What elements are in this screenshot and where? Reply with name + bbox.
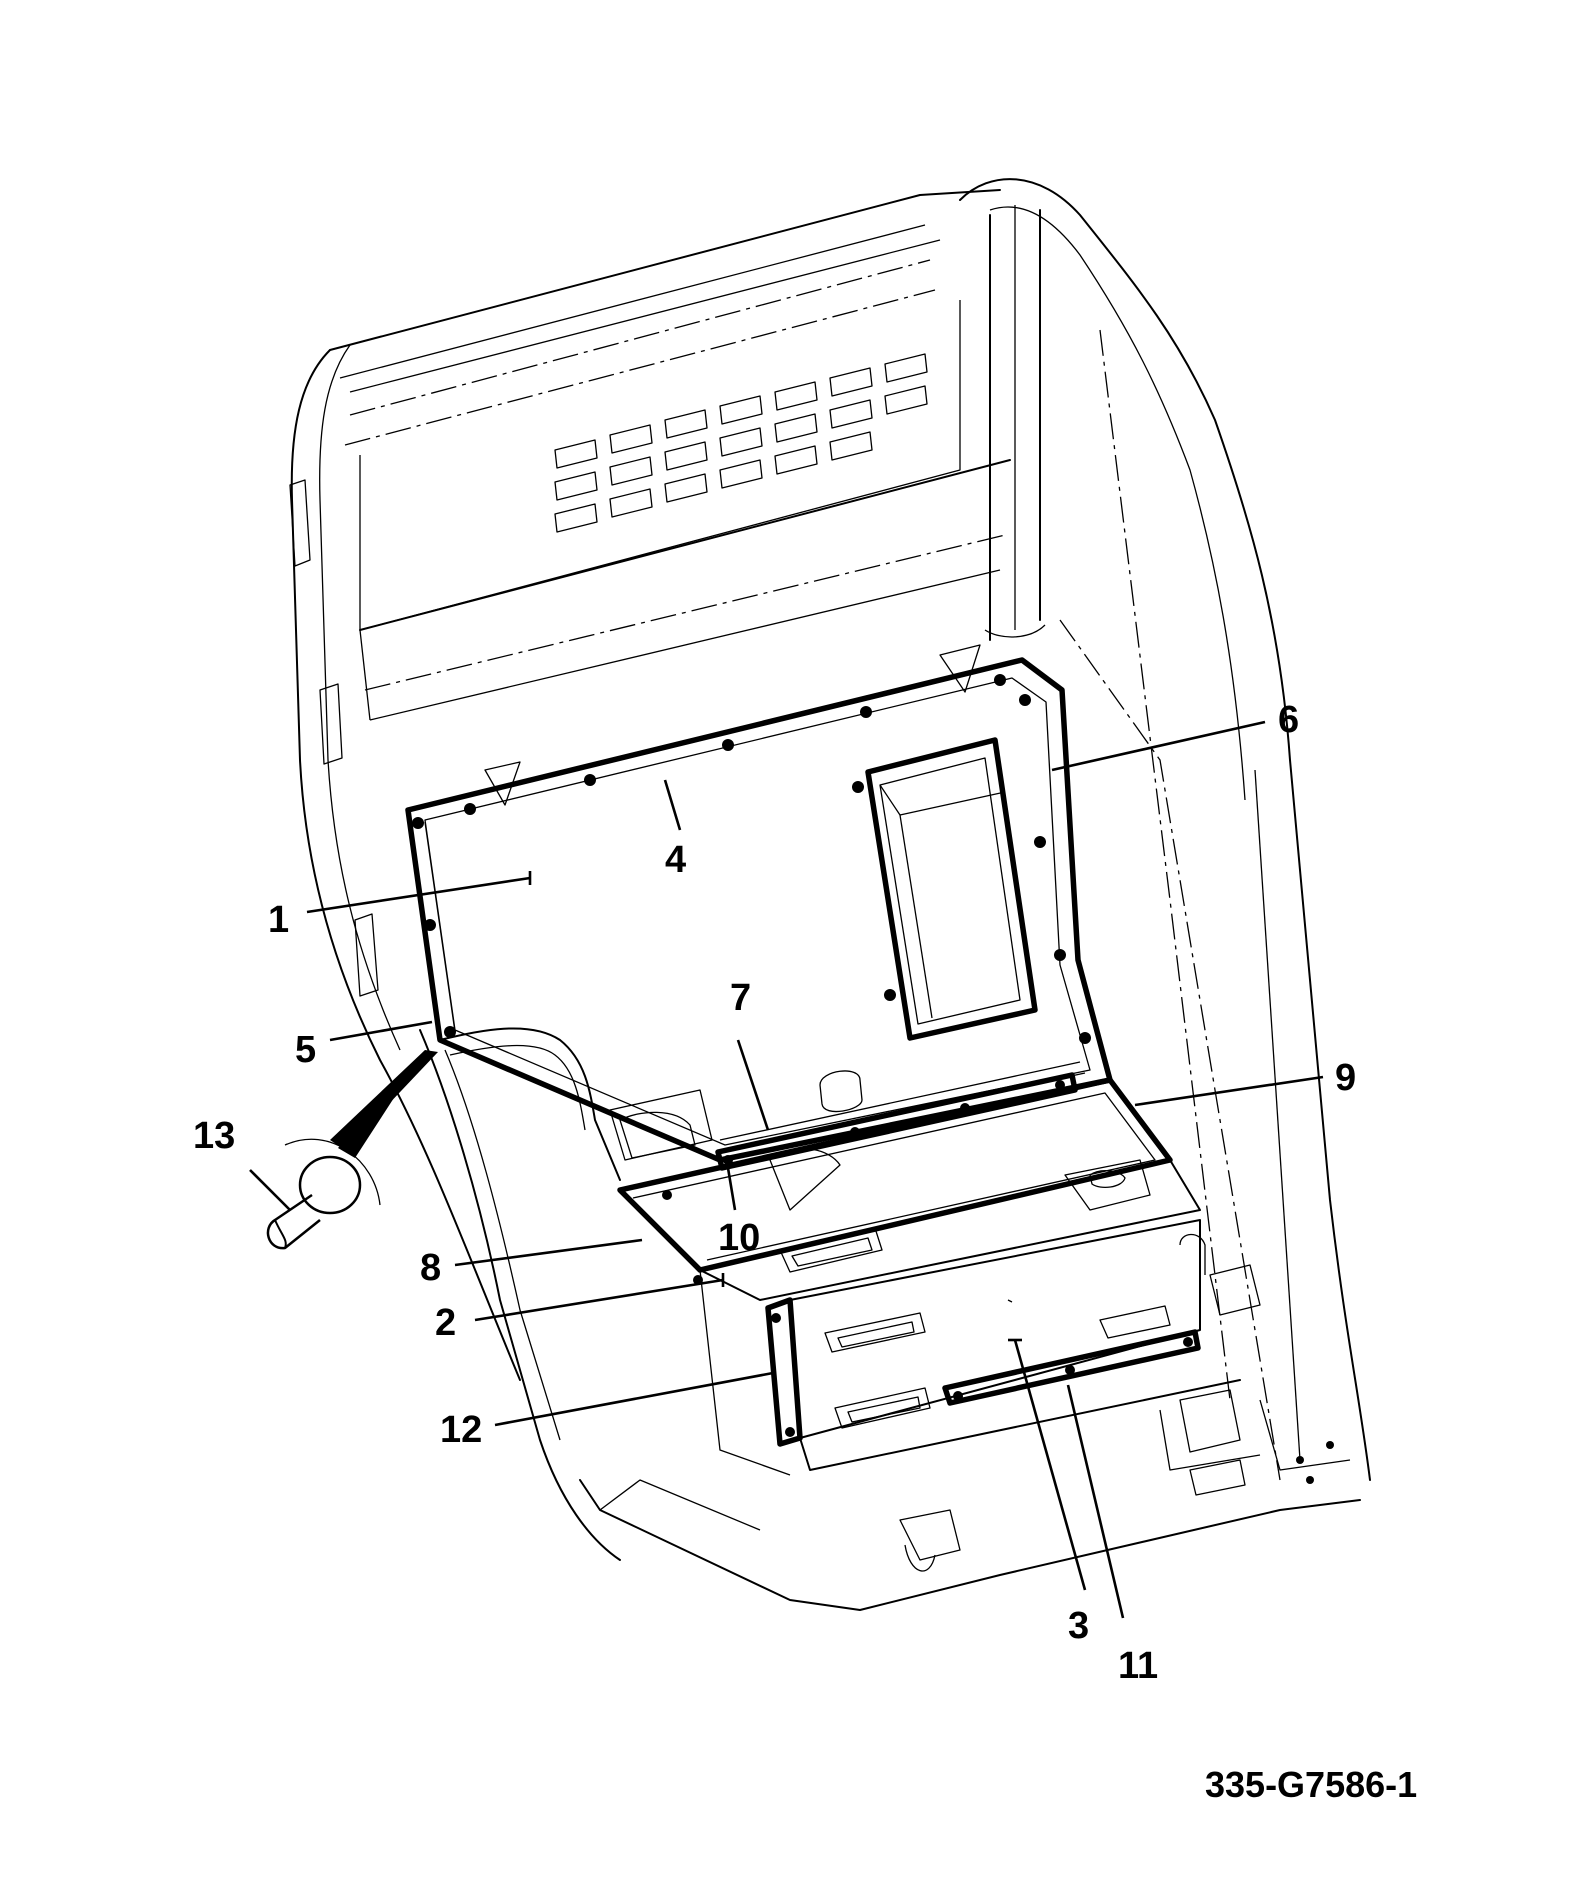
leader-lines <box>249 720 1324 1619</box>
drawing-number: 335-G7586-1 <box>1205 1764 1417 1805</box>
callout-10: 10 <box>718 1217 760 1259</box>
callout-7: 7 <box>730 977 751 1019</box>
cab-frame <box>289 178 1371 1481</box>
roof-grille <box>554 353 928 533</box>
lower-console <box>419 1027 1361 1611</box>
rivet-detail <box>266 1050 438 1250</box>
callout-labels: 1 2 3 4 5 6 7 8 9 10 11 12 13 <box>193 699 1356 1687</box>
callout-3: 3 <box>1068 1605 1089 1647</box>
callout-2: 2 <box>435 1302 456 1344</box>
callout-11: 11 <box>1118 1645 1158 1687</box>
callout-8: 8 <box>420 1247 441 1289</box>
callout-13: 13 <box>193 1115 235 1157</box>
callout-1: 1 <box>268 899 289 941</box>
callout-4: 4 <box>665 839 686 881</box>
callout-5: 5 <box>295 1029 316 1071</box>
callout-12: 12 <box>440 1409 482 1451</box>
callout-9: 9 <box>1335 1057 1356 1099</box>
frame-bolts <box>412 674 1091 1044</box>
front-panel-assembly <box>405 657 1113 1163</box>
callout-6: 6 <box>1278 699 1299 741</box>
